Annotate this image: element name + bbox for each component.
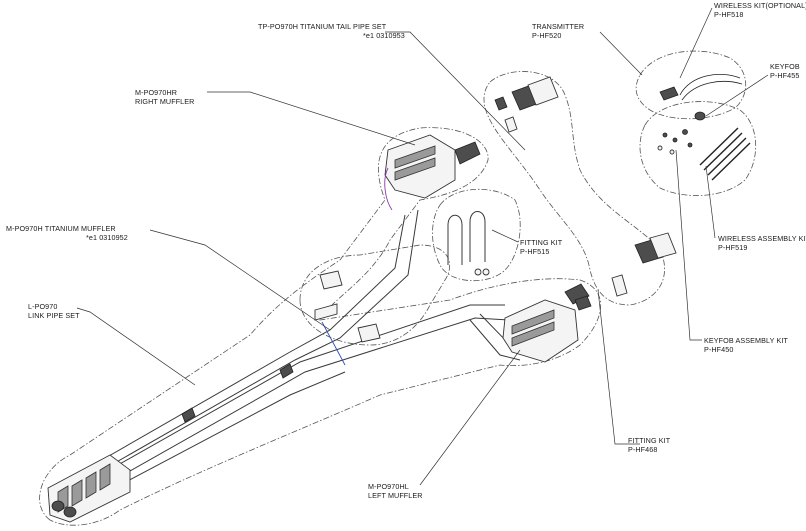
wireless-kit-boundary bbox=[635, 50, 747, 120]
keyfob-assembly-parts bbox=[657, 127, 751, 181]
tail-pipe-boundary bbox=[483, 71, 665, 306]
group-boundaries bbox=[39, 50, 757, 526]
label-keyfob-assembly-kit: KEYFOB ASSEMBLY KIT P-HF450 bbox=[704, 336, 788, 354]
label-link-pipe-set: L-PO970 LINK PIPE SET bbox=[28, 302, 80, 320]
pipe-clamp-x-upper bbox=[279, 363, 294, 379]
main-assembly-boundary bbox=[39, 127, 602, 526]
label-transmitter: TRANSMITTER P-HF520 bbox=[532, 22, 585, 40]
right-muffler bbox=[384, 134, 481, 211]
hanger-bracket-1 bbox=[319, 270, 343, 290]
wireless-kit-parts bbox=[659, 74, 743, 121]
mounting-flange bbox=[314, 303, 338, 321]
label-wireless-kit: WIRELESS KIT(OPTIONAL) P-HF518 bbox=[714, 1, 806, 19]
label-keyfob: KEYFOB P-HF455 bbox=[770, 62, 800, 80]
tail-pipe-set-parts bbox=[494, 76, 677, 297]
blue-sensor-wire bbox=[321, 321, 346, 366]
label-right-muffler: M-PO970HR RIGHT MUFFLER bbox=[135, 88, 195, 106]
leader-lines bbox=[76, 7, 769, 486]
fitting-kit-boundary bbox=[432, 188, 521, 282]
pipe-clamp-x-lower bbox=[181, 407, 196, 423]
label-fitting-kit-hf515: FITTING KIT P-HF515 bbox=[520, 238, 563, 256]
label-fitting-kit-hf468: FITTING KIT P-HF468 bbox=[628, 436, 671, 454]
label-titanium-muffler: M-PO970H TITANIUM MUFFLER *e1 0310952 bbox=[6, 224, 128, 242]
label-wireless-assembly-kit: WIRELESS ASSEMBLY KIT P-HF519 bbox=[718, 234, 806, 252]
titanium-muffler bbox=[47, 454, 131, 523]
hanger-bracket-2 bbox=[357, 323, 381, 343]
label-left-muffler: M-PO970HL LEFT MUFFLER bbox=[368, 482, 423, 500]
left-muffler bbox=[502, 283, 592, 363]
link-pipe-set bbox=[87, 209, 521, 489]
label-tail-pipe-set: TP-PO970H TITANIUM TAIL PIPE SET *e1 031… bbox=[258, 22, 405, 40]
purple-valve-cable bbox=[384, 167, 393, 211]
link-pipe-boundary bbox=[299, 244, 451, 346]
fitting-kit-hf515-parts bbox=[447, 211, 490, 276]
